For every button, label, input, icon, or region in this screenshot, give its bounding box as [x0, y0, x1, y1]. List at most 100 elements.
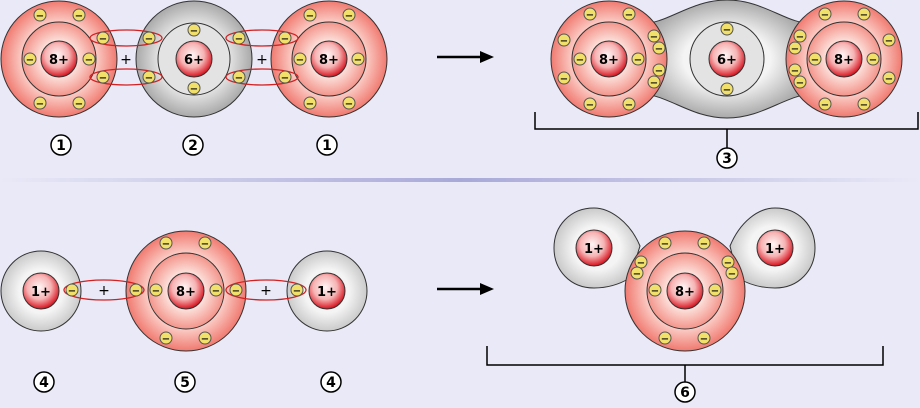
atom-label: 5 [174, 371, 196, 393]
svg-text:−: − [634, 55, 642, 66]
bond-ring [63, 279, 145, 301]
oxygen-atom-right: 8+ [270, 0, 388, 118]
oxygen-nucleus [825, 40, 863, 78]
right-arrow-icon [437, 51, 494, 63]
bond-ring [225, 279, 307, 301]
svg-text:−: − [586, 100, 594, 111]
plus-sign: + [98, 283, 110, 299]
electron: − [33, 8, 47, 22]
oxygen-nucleus [40, 40, 78, 78]
electron: − [857, 97, 871, 111]
electron: − [229, 283, 243, 297]
svg-text:−: − [811, 55, 819, 66]
svg-text:1: 1 [322, 138, 332, 154]
svg-text:−: − [560, 36, 568, 47]
electron: − [622, 7, 636, 21]
electron: − [129, 283, 143, 297]
svg-text:−: − [650, 32, 658, 43]
plus-sign: + [120, 52, 132, 68]
electron: − [793, 29, 807, 43]
molecule-label: 3 [716, 147, 738, 169]
electron: − [342, 8, 356, 22]
electron: − [697, 331, 711, 345]
svg-text:−: − [201, 334, 209, 345]
oxygen-nucleus-charge: 8+ [319, 53, 339, 68]
hydrogen-nucleus-charge: 1+ [31, 285, 51, 300]
svg-text:−: − [345, 11, 353, 22]
svg-text:−: − [99, 73, 107, 84]
electron: − [793, 75, 807, 89]
electron: − [33, 96, 47, 110]
svg-text:−: − [724, 258, 732, 269]
oxygen-atom-left: 8+ [0, 0, 118, 118]
hydrogen-nucleus-charge: 1+ [584, 242, 604, 257]
electron: − [557, 33, 571, 47]
svg-text:−: − [791, 44, 799, 55]
svg-text:−: − [661, 239, 669, 250]
electron: − [882, 71, 896, 85]
svg-text:−: − [637, 258, 645, 269]
electron: − [278, 31, 292, 45]
electron: − [65, 283, 79, 297]
svg-text:−: − [36, 99, 44, 110]
electron: − [882, 33, 896, 47]
atom-label: 2 [182, 134, 204, 156]
carbon-dioxide-molecule: 6+ 8+ 8+ − − − − − − − − − − − − − − − −… [550, 0, 903, 119]
electron: − [720, 22, 734, 36]
oxygen-nucleus-charge: 8+ [49, 53, 69, 68]
electron: − [857, 7, 871, 21]
svg-text:−: − [162, 334, 170, 345]
molecule-label: 6 [674, 381, 696, 403]
svg-text:−: − [885, 74, 893, 85]
electron: − [583, 97, 597, 111]
electron: − [142, 31, 156, 45]
electron: − [187, 23, 201, 37]
svg-text:−: − [821, 10, 829, 21]
electron: − [697, 236, 711, 250]
electron: − [631, 52, 645, 66]
electron: − [209, 283, 223, 297]
svg-text:−: − [661, 334, 669, 345]
electron: − [72, 8, 86, 22]
hydrogen-nucleus [575, 229, 613, 267]
svg-text:6: 6 [680, 385, 690, 401]
electron: − [159, 331, 173, 345]
hydrogen-nucleus [756, 229, 794, 267]
oxygen-nucleus-charge: 8+ [176, 285, 196, 300]
oxygen-atom: 8+ [125, 230, 247, 352]
water-molecule: 8+ 1+ 1+ − − − − − − − − − − [553, 207, 816, 352]
svg-text:−: − [132, 286, 140, 297]
svg-text:−: − [860, 10, 868, 21]
svg-text:−: − [190, 84, 198, 95]
svg-text:−: − [723, 25, 731, 36]
svg-text:−: − [75, 99, 83, 110]
electron: − [96, 31, 110, 45]
right-arrow-icon [437, 283, 494, 295]
carbon-nucleus-charge: 6+ [184, 53, 204, 68]
electron: − [652, 63, 666, 77]
electron: − [187, 81, 201, 95]
svg-text:−: − [201, 239, 209, 250]
svg-text:−: − [655, 44, 663, 55]
bracket-icon [534, 112, 919, 148]
electron: − [232, 31, 246, 45]
electron: − [290, 283, 304, 297]
atom-label: 4 [33, 371, 55, 393]
svg-text:−: − [190, 26, 198, 37]
bottom-reactants: 1+ 8+ 1+ + + − − − − − − − − − − [0, 230, 368, 352]
electron: − [72, 96, 86, 110]
electron: − [82, 52, 96, 66]
electron: − [573, 52, 587, 66]
electron: − [720, 82, 734, 96]
plus-sign: + [260, 283, 272, 299]
svg-text:−: − [212, 286, 220, 297]
svg-text:−: − [85, 55, 93, 66]
electron: − [818, 7, 832, 21]
svg-text:−: − [586, 10, 594, 21]
oxygen-nucleus [310, 40, 348, 78]
svg-text:−: − [281, 73, 289, 84]
oxygen-nucleus [590, 40, 628, 78]
svg-text:−: − [625, 100, 633, 111]
electron: − [708, 283, 722, 297]
